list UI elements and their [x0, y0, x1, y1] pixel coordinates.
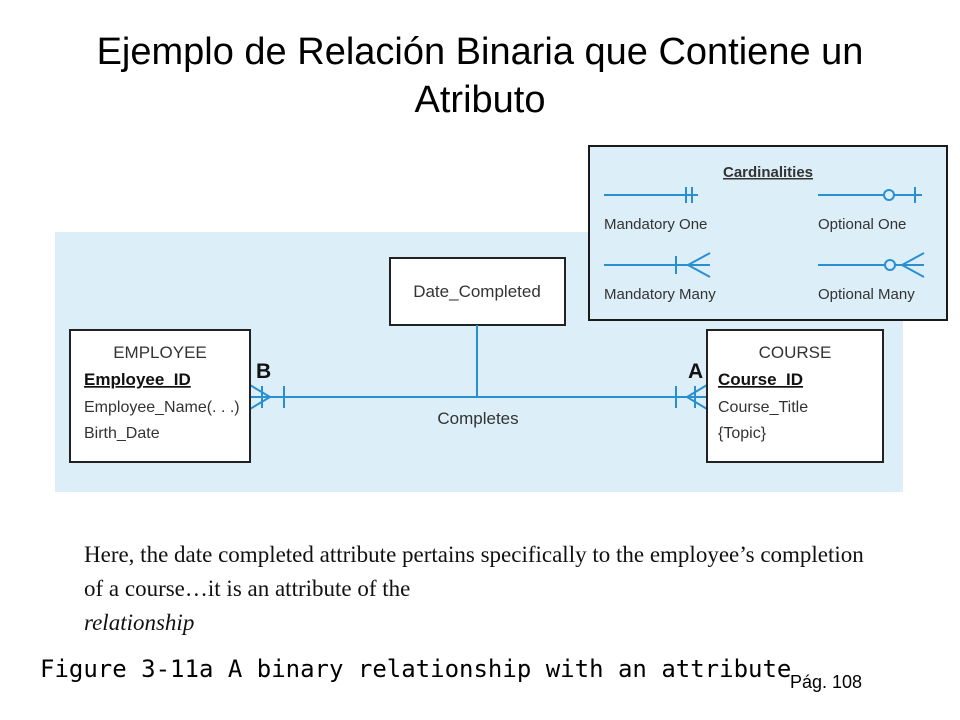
course-entity: COURSE Course_ID Course_Title {Topic} — [706, 329, 884, 463]
note-emphasis: relationship — [84, 610, 195, 635]
attribute: Employee_Name(. . .) — [84, 399, 240, 416]
attribute: Course_Title — [718, 399, 808, 416]
primary-key: Employee_ID — [84, 370, 191, 389]
crows-foot-left — [249, 384, 271, 398]
primary-key: Course_ID — [718, 370, 803, 389]
attribute: {Topic} — [718, 425, 767, 442]
entity-name: COURSE — [759, 343, 832, 362]
relationship-name: Completes — [437, 409, 518, 428]
legend-item-label: Optional One — [818, 216, 906, 233]
slide-title: Ejemplo de Relación Binaria que Contiene… — [96, 31, 864, 121]
legend-item-label: Mandatory One — [604, 216, 707, 233]
end-label-a: A — [688, 360, 703, 383]
relationship-attribute-label: Date_Completed — [413, 282, 541, 301]
explanation-note: Here, the date completed attribute perta… — [84, 538, 884, 640]
note-text: Here, the date completed attribute perta… — [84, 542, 864, 601]
legend-item-label: Mandatory Many — [604, 286, 716, 303]
legend-drawing: Cardinalities Mandatory One Optional One… — [604, 164, 925, 303]
legend-title: Cardinalities — [723, 164, 813, 181]
relationship-attribute-box — [389, 257, 566, 326]
attribute: Birth_Date — [84, 425, 160, 442]
entity-name: EMPLOYEE — [113, 343, 207, 362]
page-number: Pág. 108 — [790, 672, 863, 692]
end-label-b: B — [256, 360, 271, 383]
legend-item-label: Optional Many — [818, 286, 915, 303]
crows-foot-right — [686, 384, 708, 398]
employee-entity: EMPLOYEE Employee_ID Employee_Name(. . .… — [69, 329, 251, 463]
figure-caption: Figure 3-11a A binary relationship with … — [40, 655, 792, 683]
cardinality-legend: Cardinalities Mandatory One Optional One… — [588, 145, 948, 321]
